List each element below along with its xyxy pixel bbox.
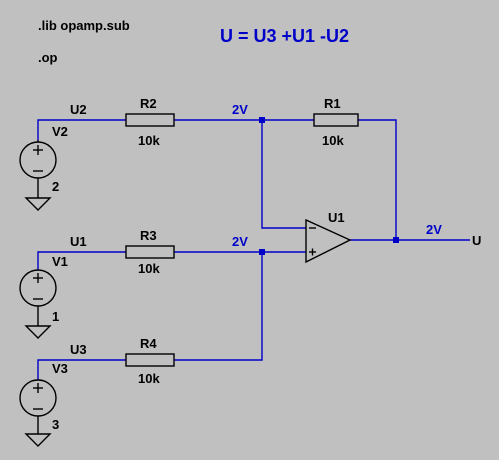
r2-value: 10k <box>138 133 160 148</box>
junction-noninv <box>259 249 265 255</box>
v3-name: V3 <box>52 361 68 376</box>
v1-name: V1 <box>52 254 68 269</box>
node-voltage-inv: 2V <box>232 102 248 117</box>
wire-u2-left[interactable] <box>37 119 126 140</box>
v3-value: 3 <box>52 417 59 432</box>
formula-annotation[interactable]: U = U3 +U1 -U2 <box>220 26 349 46</box>
r4-value: 10k <box>138 371 160 386</box>
net-label-out[interactable]: U <box>472 233 481 248</box>
junction-out <box>393 237 399 243</box>
resistor-r1[interactable]: R1 10k <box>313 96 359 148</box>
voltage-source-v1[interactable]: V1 1 <box>19 254 68 339</box>
r4-name: R4 <box>140 336 157 351</box>
r2-name: R2 <box>140 96 157 111</box>
voltage-source-v2[interactable]: V2 2 <box>19 124 68 211</box>
voltage-source-v3[interactable]: V3 3 <box>19 361 68 447</box>
v2-value: 2 <box>52 179 59 194</box>
r1-value: 10k <box>322 133 344 148</box>
v2-name: V2 <box>52 124 68 139</box>
wire-r1-out[interactable] <box>358 119 397 240</box>
resistor-r3[interactable]: R3 10k <box>125 228 175 276</box>
net-label-u3[interactable]: U3 <box>70 342 87 357</box>
node-voltage-noninv: 2V <box>232 234 248 249</box>
r3-name: R3 <box>140 228 157 243</box>
net-label-u1[interactable]: U1 <box>70 234 87 249</box>
lib-directive[interactable]: .lib opamp.sub <box>38 18 130 33</box>
r1-name: R1 <box>324 96 341 111</box>
wire-u3-left[interactable] <box>37 359 126 380</box>
wire-node-inv[interactable] <box>261 120 306 229</box>
resistor-r4[interactable]: R4 10k <box>125 336 175 386</box>
resistor-r2[interactable]: R2 10k <box>125 96 175 148</box>
node-voltage-out: 2V <box>426 222 442 237</box>
net-label-u2[interactable]: U2 <box>70 102 87 117</box>
v1-value: 1 <box>52 309 59 324</box>
wire-u1-left[interactable] <box>37 251 126 270</box>
wire-r4-node[interactable] <box>174 252 263 361</box>
opamp-name: U1 <box>328 210 345 225</box>
r3-value: 10k <box>138 261 160 276</box>
opamp-u1[interactable]: U1 <box>305 210 352 264</box>
wires <box>37 119 470 380</box>
op-directive[interactable]: .op <box>38 50 58 65</box>
junction-inv <box>259 117 265 123</box>
